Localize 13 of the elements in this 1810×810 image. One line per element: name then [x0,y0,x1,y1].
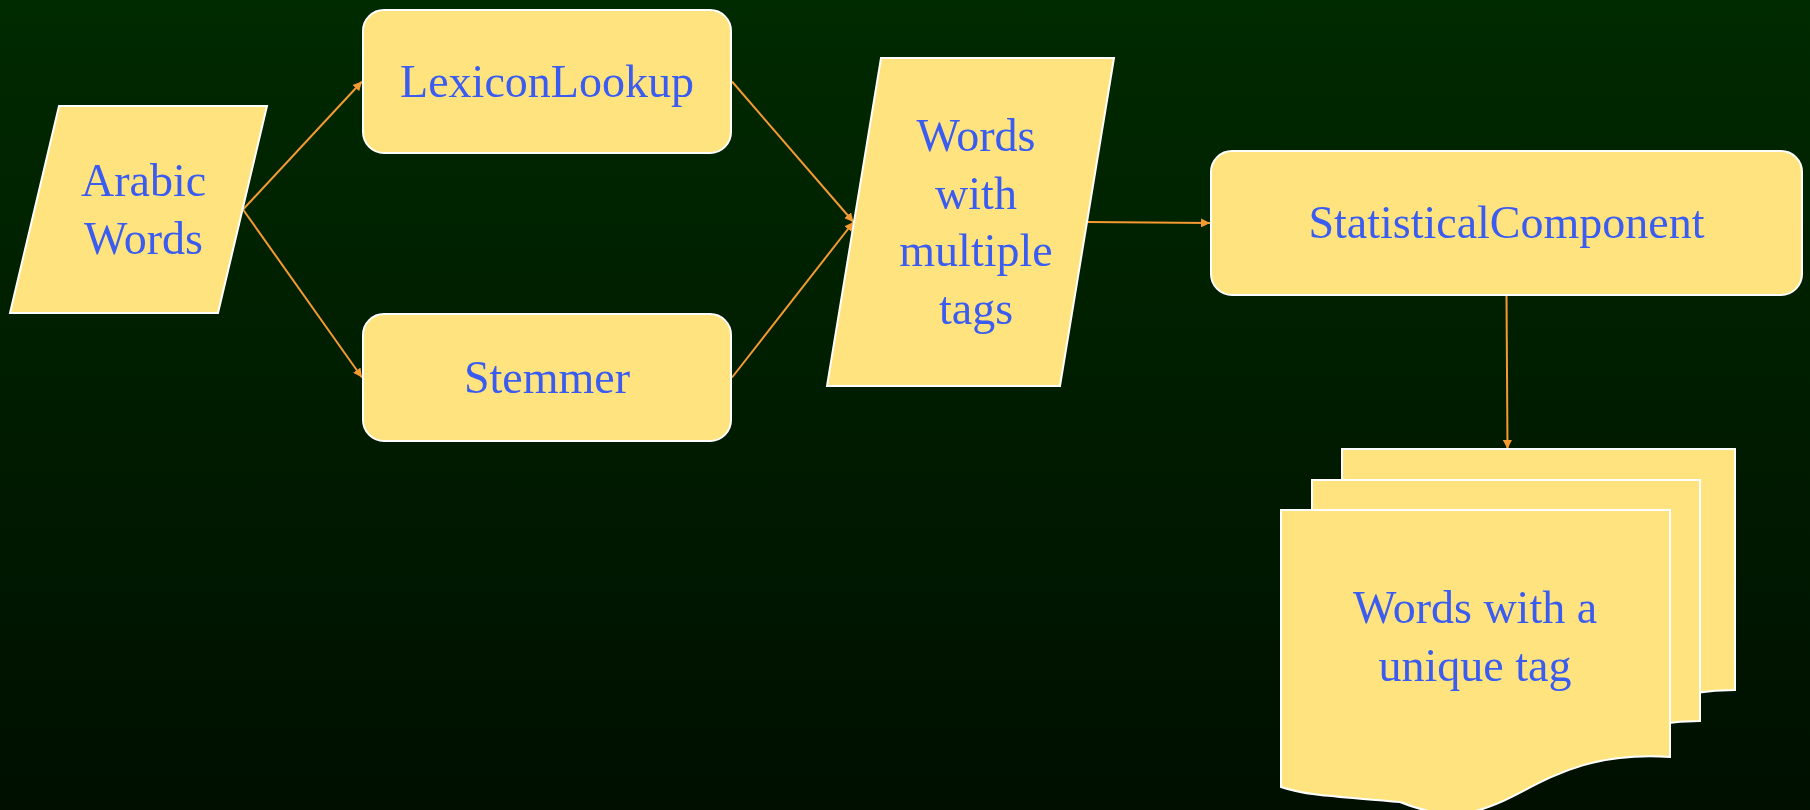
node-label: LexiconLookup [400,54,694,109]
arrow [731,80,855,223]
arrow [242,208,363,379]
node-label: StatisticalComponent [1308,196,1705,251]
arrow [242,80,363,211]
node-label: Stemmer [463,350,631,405]
node-label: Arabic Words [79,154,208,266]
arrow [1502,295,1512,450]
node-label: Words with a unique tag [1351,581,1599,693]
process-box [1210,150,1803,296]
node-label: Words with multiple tags [898,109,1054,336]
process-box [362,9,732,154]
process-box [362,313,732,442]
